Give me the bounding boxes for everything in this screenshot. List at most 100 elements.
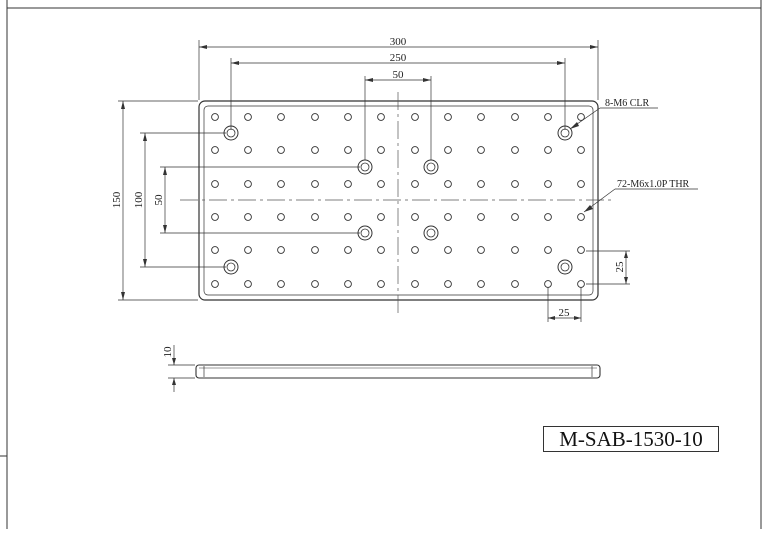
threaded-hole (377, 146, 385, 154)
threaded-hole (511, 113, 519, 121)
threaded-hole (444, 146, 452, 154)
threaded-hole (311, 246, 319, 254)
threaded-hole (244, 280, 252, 288)
threaded-hole (244, 213, 252, 221)
threaded-hole (411, 213, 419, 221)
threaded-hole (577, 246, 585, 254)
dim-pitch-y-label: 25 (614, 261, 626, 273)
threaded-hole (544, 213, 552, 221)
threaded-hole (244, 246, 252, 254)
dim-overall-width: 300 (198, 36, 599, 100)
dim-pitch-y: 25 (586, 250, 630, 285)
threaded-hole (544, 113, 552, 121)
threaded-hole (344, 180, 352, 188)
threaded-hole (211, 146, 219, 154)
note-threaded-holes: 72-M6x1.0P THR (583, 179, 698, 213)
threaded-hole (444, 180, 452, 188)
dim-pitch-x: 25 (547, 287, 582, 322)
threaded-hole (411, 180, 419, 188)
threaded-hole (544, 280, 552, 288)
clearance-hole-bore (226, 262, 236, 272)
threaded-hole (277, 280, 285, 288)
dim-mount-spacing-x-label: 250 (390, 52, 407, 64)
threaded-hole (477, 246, 485, 254)
note-clearance-holes-label: 8-M6 CLR (605, 98, 650, 109)
threaded-hole (444, 213, 452, 221)
threaded-hole (211, 113, 219, 121)
threaded-hole (411, 146, 419, 154)
threaded-hole (311, 280, 319, 288)
threaded-hole (344, 213, 352, 221)
threaded-hole (511, 280, 519, 288)
clearance-hole-bore (226, 128, 236, 138)
plate-side-view (195, 364, 601, 379)
threaded-hole (411, 113, 419, 121)
dim-mount-spacing-x: 250 (230, 52, 566, 130)
threaded-hole (477, 113, 485, 121)
threaded-hole (477, 180, 485, 188)
threaded-hole (377, 280, 385, 288)
threaded-hole (577, 180, 585, 188)
threaded-hole (511, 213, 519, 221)
plate-top-view (180, 92, 612, 315)
threaded-hole (511, 180, 519, 188)
threaded-hole (244, 113, 252, 121)
note-threaded-holes-label: 72-M6x1.0P THR (617, 179, 690, 190)
threaded-hole (477, 280, 485, 288)
threaded-hole (577, 113, 585, 121)
clearance-hole-bore (560, 262, 570, 272)
dim-pitch-x-label: 25 (559, 307, 571, 319)
clearance-hole (423, 159, 439, 175)
threaded-hole (311, 146, 319, 154)
threaded-hole (511, 246, 519, 254)
dim-thickness-label: 10 (162, 346, 174, 358)
threaded-hole (277, 213, 285, 221)
clearance-hole (357, 225, 373, 241)
threaded-hole (544, 246, 552, 254)
threaded-hole (344, 113, 352, 121)
dim-mount-spacing-y: 100 (133, 132, 226, 268)
threaded-hole (377, 180, 385, 188)
clearance-hole (223, 259, 239, 275)
clearance-hole-bore (426, 228, 436, 238)
dim-mount-spacing-y-label: 100 (133, 191, 145, 208)
part-number-label: M-SAB-1530-10 (543, 426, 719, 452)
threaded-hole (444, 280, 452, 288)
dim-overall-width-label: 300 (390, 36, 407, 48)
threaded-hole (477, 213, 485, 221)
threaded-hole (544, 180, 552, 188)
threaded-hole (244, 146, 252, 154)
plate-chamfer (203, 105, 594, 296)
dim-center-spacing-x: 50 (364, 69, 432, 160)
clearance-hole-bore (560, 128, 570, 138)
dim-center-spacing-y-label: 50 (153, 194, 165, 206)
threaded-hole (211, 213, 219, 221)
dim-center-spacing-x-label: 50 (393, 69, 405, 81)
threaded-hole (344, 246, 352, 254)
threaded-hole (577, 213, 585, 221)
threaded-hole (511, 146, 519, 154)
side-outline (195, 364, 601, 379)
threaded-hole (411, 246, 419, 254)
threaded-hole (211, 246, 219, 254)
threaded-hole (444, 113, 452, 121)
threaded-hole (444, 246, 452, 254)
threaded-hole (244, 180, 252, 188)
threaded-hole (377, 246, 385, 254)
dim-overall-height: 150 (111, 100, 198, 301)
clearance-hole (557, 259, 573, 275)
threaded-hole (377, 213, 385, 221)
threaded-hole (344, 146, 352, 154)
threaded-hole (377, 113, 385, 121)
plate-outline (198, 100, 599, 301)
clearance-hole (357, 159, 373, 175)
threaded-hole (411, 280, 419, 288)
threaded-hole (344, 280, 352, 288)
threaded-hole (277, 113, 285, 121)
clearance-hole-bore (360, 228, 370, 238)
threaded-hole (544, 146, 552, 154)
clearance-hole-bore (426, 162, 436, 172)
threaded-hole (277, 180, 285, 188)
